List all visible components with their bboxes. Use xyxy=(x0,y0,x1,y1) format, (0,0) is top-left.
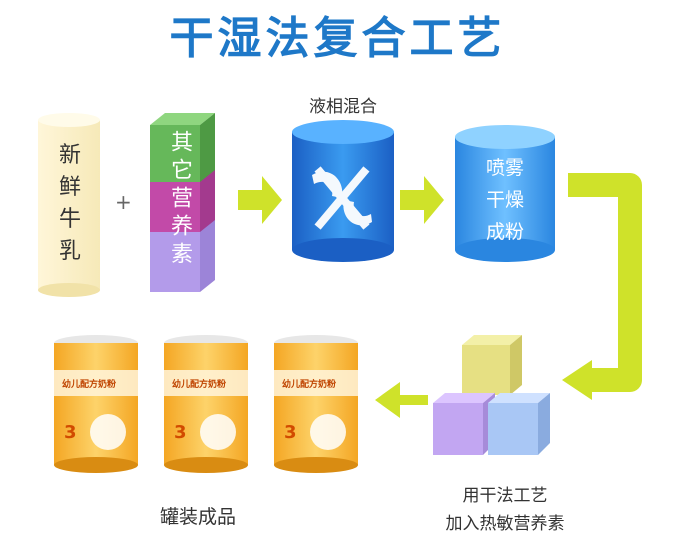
can-1-brand: 幼儿配方奶粉 xyxy=(62,380,117,390)
milk-can-3 xyxy=(274,335,358,473)
milk-char: 鲜 xyxy=(58,175,81,200)
milk-can-2 xyxy=(164,335,248,473)
arrow-1 xyxy=(238,176,282,224)
can-3-brand: 幼儿配方奶粉 xyxy=(282,380,337,390)
can-2-stage: 3 xyxy=(174,422,187,443)
canning-label: 罐装成品 xyxy=(159,506,236,528)
can-2-brand: 幼儿配方奶粉 xyxy=(172,380,227,390)
milk-char: 牛 xyxy=(58,207,81,232)
mixing-icon xyxy=(312,166,372,230)
can-1-stage: 3 xyxy=(64,422,77,443)
milk-can-1 xyxy=(54,335,138,473)
spray-cylinder xyxy=(455,125,555,262)
dry-process-label: 用干法工艺 加入热敏营养素 xyxy=(395,482,615,538)
milk-column xyxy=(38,113,100,297)
arrow-2 xyxy=(400,176,444,224)
nutrient-cubes xyxy=(150,113,215,292)
milk-char: 乳 xyxy=(58,239,81,264)
plus-sign: + xyxy=(115,190,132,214)
dry-cubes xyxy=(433,335,550,455)
page-title: 干湿法复合工艺 xyxy=(169,13,506,64)
spray-drying-line: 成粉 xyxy=(485,221,524,243)
spray-drying-line: 干燥 xyxy=(485,189,524,211)
arrow-back xyxy=(375,382,428,418)
can-3-stage: 3 xyxy=(284,422,297,443)
dry-process-line: 用干法工艺 xyxy=(462,486,548,506)
nutrients-label: 其它营养素 xyxy=(167,130,192,270)
mixing-cylinder xyxy=(292,120,394,262)
spray-drying-line: 喷雾 xyxy=(485,157,524,179)
milk-char: 新 xyxy=(58,143,81,168)
liquid-mixing-label: 液相混合 xyxy=(309,97,377,117)
dry-process-line: 加入热敏营养素 xyxy=(445,514,565,534)
milk-label: 新 鲜 牛 乳 xyxy=(58,140,82,268)
arrow-elbow xyxy=(562,173,642,400)
spray-drying-label: 喷雾 干燥 成粉 xyxy=(455,152,555,248)
